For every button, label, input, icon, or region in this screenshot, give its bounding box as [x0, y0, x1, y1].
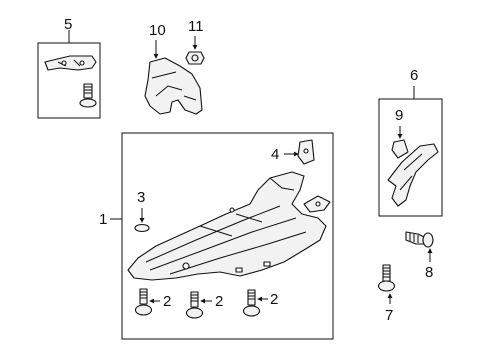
underbody-slot — [235, 267, 243, 273]
callout-1: 1 — [99, 211, 107, 228]
callout-7: 7 — [385, 307, 393, 324]
part-5-group: 5 — [37, 16, 101, 119]
nut-hole — [191, 54, 199, 62]
bracket-hole — [79, 60, 85, 66]
bolt-flange — [185, 307, 204, 319]
bolt-shank — [190, 291, 199, 308]
part-8-group: 8 — [405, 231, 434, 281]
bolt-thread — [191, 294, 198, 302]
clip-9-part — [391, 139, 409, 159]
bolt-7-shank — [382, 264, 391, 282]
shield-detail — [151, 71, 197, 101]
clip-hole — [303, 148, 309, 154]
bolt-shank — [139, 288, 148, 305]
callout-2c: 2 — [270, 291, 278, 308]
deflector-detail — [399, 153, 423, 191]
underbody-hole — [182, 262, 190, 270]
bolt-head — [79, 98, 97, 108]
bracket-hole — [61, 60, 67, 66]
callout-2b: 2 — [215, 293, 223, 310]
callout-4: 4 — [271, 146, 279, 163]
screw-8-head — [422, 232, 434, 248]
washer-part — [134, 223, 150, 233]
underbody-slot — [263, 261, 271, 267]
small-bracket-hole — [315, 201, 321, 207]
callout-11: 11 — [188, 18, 204, 35]
bolt-thread — [84, 86, 92, 94]
bolt-thread — [140, 291, 147, 299]
bolt-2b: 2 — [185, 291, 223, 319]
bolt-2a: 2 — [134, 288, 171, 316]
screw-8-thread — [409, 233, 419, 243]
bolt-2c: 2 — [242, 289, 278, 317]
bolt-shank — [247, 289, 256, 306]
part-6-group: 6 9 — [378, 67, 443, 217]
deflector-part — [387, 143, 439, 207]
bolt-7-thread — [383, 267, 390, 278]
part-11-group: 11 — [185, 18, 205, 65]
bolt-flange — [242, 305, 261, 317]
part-10-group: 10 — [144, 22, 203, 115]
bolt-thread — [248, 292, 255, 300]
callout-3: 3 — [137, 189, 145, 206]
bolt-flange — [134, 304, 153, 316]
underbody-shield — [127, 171, 327, 281]
shield-part — [144, 57, 203, 115]
part-7-group: 7 — [377, 264, 396, 324]
callout-5: 5 — [64, 16, 72, 33]
bracket-part — [44, 55, 97, 71]
callout-8: 8 — [425, 264, 433, 281]
bolt-7-flange — [377, 280, 396, 292]
callout-10: 10 — [149, 22, 166, 39]
callout-2a: 2 — [163, 293, 171, 310]
callout-9: 9 — [395, 107, 403, 124]
underbody-hole — [229, 207, 235, 213]
part-1-group: 1 3 4 2 2 — [99, 132, 334, 340]
underbody-ribs — [145, 177, 307, 275]
callout-6: 6 — [410, 67, 418, 84]
bolt-shank — [83, 83, 93, 99]
